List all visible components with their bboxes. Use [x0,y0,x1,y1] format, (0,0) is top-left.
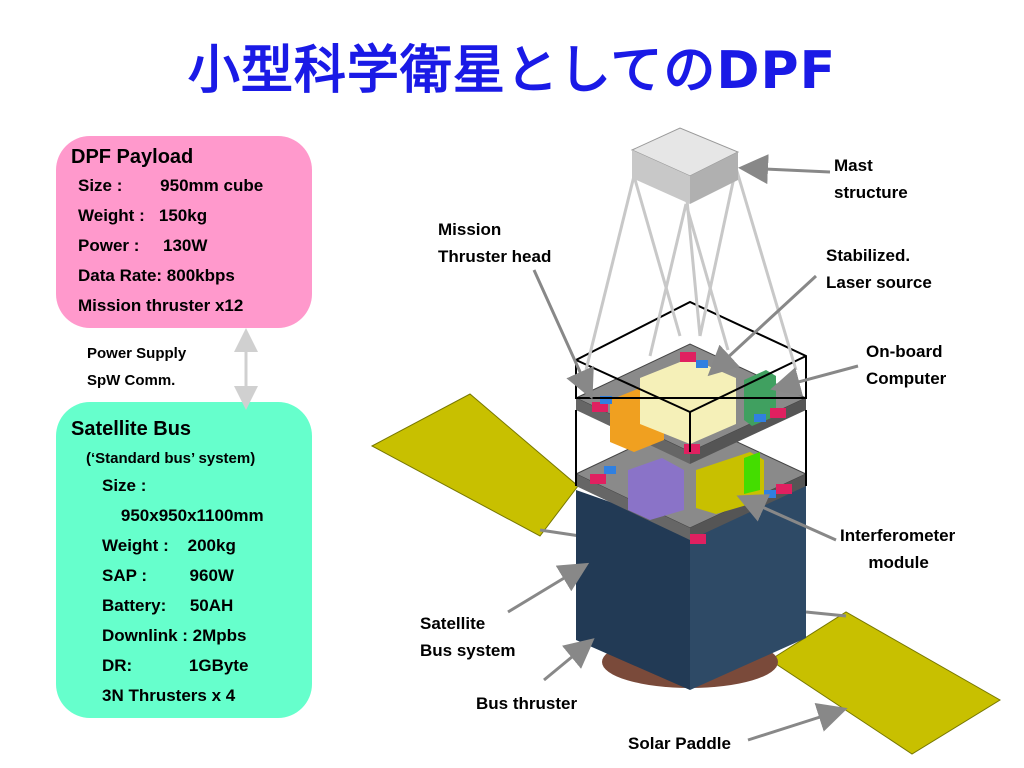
bus-subheader: (‘Standard bus’ system) [86,450,256,467]
label-solar-paddle: Solar Paddle [628,734,731,753]
bus-weight: Weight : 200kg [102,536,236,555]
purple-module [628,458,684,520]
payload-power: Power : 130W [78,236,208,255]
bus-spec-box: Satellite Bus (‘Standard bus’ system) Si… [56,402,312,718]
bus-header: Satellite Bus [71,418,192,440]
payload-header: DPF Payload [71,146,194,168]
bus-size-label: Size : [102,476,147,495]
payload-data-rate: Data Rate: 800kbps [78,266,235,285]
label-interferometer-module: Interferometer module [840,526,956,572]
slide-title: 小型科学衛星としてのDPF [187,41,837,101]
label-bus-thruster: Bus thruster [476,694,578,713]
interface-spw-comm: SpW Comm. [87,372,176,389]
bus-downlink: Downlink : 2Mpbs [102,626,247,645]
payload-weight: Weight : 150kg [78,206,208,225]
bus-thrusters: 3N Thrusters x 4 [102,686,236,705]
laser-source [640,358,736,444]
bus-data-recorder: DR: 1GByte [102,656,249,675]
solar-paddle-right [769,611,1001,755]
interface-power-supply: Power Supply [87,345,187,362]
label-laser-source: Stabilized. Laser source [826,246,932,292]
payload-size: Size : 950mm cube [78,176,264,195]
label-satellite-bus-system: Satellite Bus system [420,614,516,660]
callout-arrows [507,154,859,742]
label-mast-structure: Mast structure [834,156,908,202]
solar-paddle-left [370,393,579,537]
bus-body-left-face [576,490,690,690]
label-mission-thruster-head: Mission Thruster head [438,220,552,266]
deck-components [590,352,792,544]
payload-spec-box: DPF Payload Size : 950mm cube Weight : 1… [56,136,312,328]
payload-mission-thruster: Mission thruster x12 [78,296,244,315]
bus-size-value: 950x950x1100mm [102,506,264,525]
bus-sap: SAP : 960W [102,566,234,585]
bus-battery: Battery: 50AH [102,596,234,615]
label-onboard-computer: On-board Computer [866,342,947,388]
mast-struts [584,147,798,371]
bus-body-right-face [690,478,806,690]
